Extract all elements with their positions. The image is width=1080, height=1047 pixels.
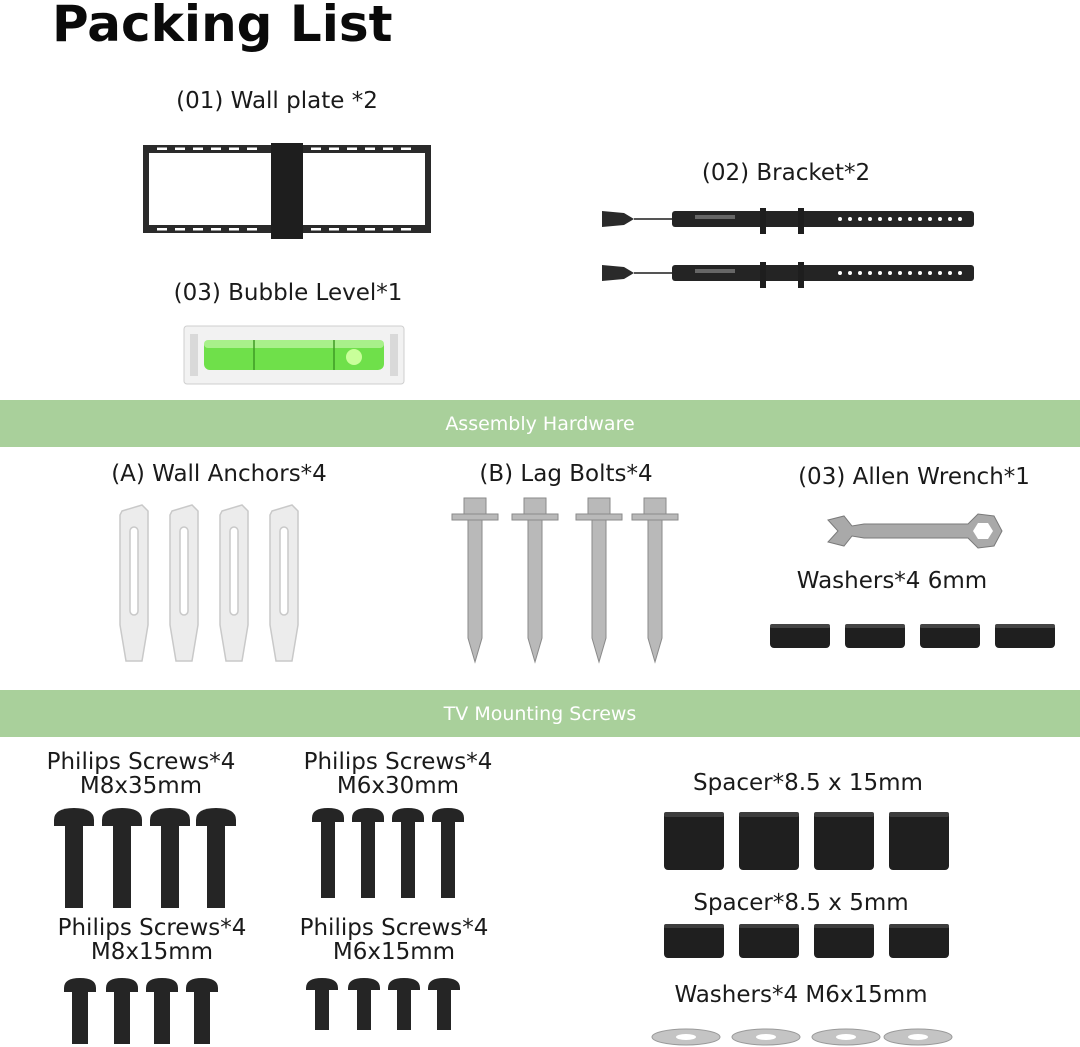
allen-wrench-image (827, 513, 1003, 549)
washers-6mm-label: Washers*4 6mm (796, 568, 988, 594)
lag-bolts-image (451, 497, 679, 664)
wall-anchors-label: (A) Wall Anchors*4 (111, 461, 327, 487)
washers-m6-label: Washers*4 M6x15mm (674, 982, 928, 1008)
assembly-hardware-header: Assembly Hardware (0, 400, 1080, 447)
spacer-5mm-label: Spacer*8.5 x 5mm (693, 890, 909, 916)
lag-bolts-label: (B) Lag Bolts*4 (479, 461, 653, 487)
m6x15-name-label: Philips Screws*4 (299, 915, 489, 941)
allen-wrench-label: (03) Allen Wrench*1 (798, 464, 1030, 490)
spacer-15mm-label: Spacer*8.5 x 15mm (693, 770, 923, 796)
wall-anchors-image (119, 504, 299, 662)
m8x15-screws-image (64, 978, 218, 1044)
bubble-level-image (183, 325, 405, 385)
m8x35-screws-image (54, 808, 236, 908)
m6x15-size-label: M6x15mm (332, 939, 456, 965)
bubble-level-label: (03) Bubble Level*1 (173, 280, 403, 306)
m6x30-size-label: M6x30mm (336, 773, 460, 799)
m8x15-size-label: M8x15mm (90, 939, 214, 965)
bracket-label: (02) Bracket*2 (701, 160, 871, 186)
wall-plate-image (143, 143, 431, 239)
bracket-image (602, 208, 974, 288)
wall-plate-label: (01) Wall plate *2 (176, 88, 378, 114)
washers-m6-image (651, 1028, 953, 1046)
spacer-5mm-image (664, 924, 949, 958)
page-title: Packing List (52, 0, 393, 53)
m8x35-name-label: Philips Screws*4 (46, 749, 236, 775)
m8x15-name-label: Philips Screws*4 (57, 915, 247, 941)
m6x30-screws-image (312, 808, 464, 898)
m6x30-name-label: Philips Screws*4 (303, 749, 493, 775)
spacer-15mm-image (664, 812, 949, 870)
m6x15-screws-image (306, 978, 460, 1030)
tv-mounting-screws-header: TV Mounting Screws (0, 690, 1080, 737)
washers-6mm-image (770, 624, 1055, 648)
m8x35-size-label: M8x35mm (79, 773, 203, 799)
